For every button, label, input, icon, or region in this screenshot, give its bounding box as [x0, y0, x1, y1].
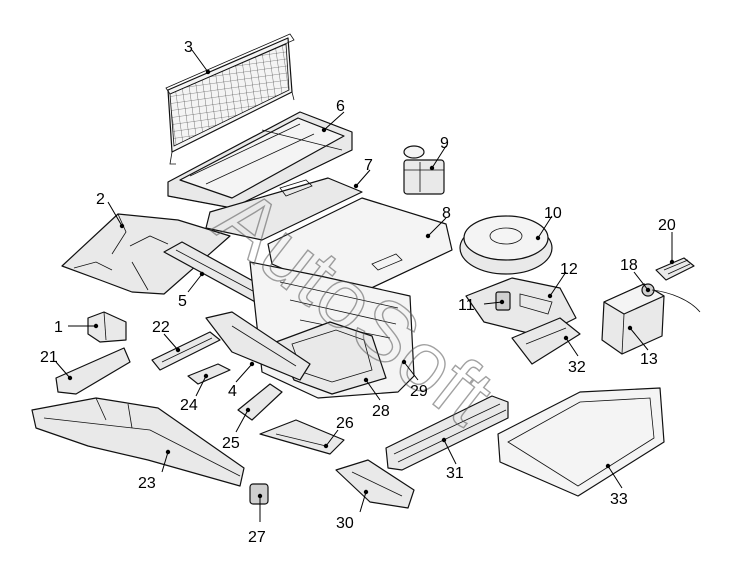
callout-29: 29	[410, 383, 428, 400]
callout-13: 13	[640, 351, 658, 368]
callout-28: 28	[372, 403, 390, 420]
part-3-cargo-net	[165, 33, 295, 165]
callout-23: 23	[138, 475, 156, 492]
part-4-floor-bracket	[205, 311, 311, 381]
callout-6: 6	[336, 98, 345, 115]
callout-5: 5	[178, 293, 187, 310]
callout-3: 3	[184, 39, 193, 56]
callout-2: 2	[96, 191, 105, 208]
callout-31: 31	[446, 465, 464, 482]
part-23-side-rail	[31, 397, 245, 487]
callout-9: 9	[440, 135, 449, 152]
callout-4: 4	[228, 383, 237, 400]
part-6-parcel-shelf	[167, 111, 353, 209]
part-21-angled-bracket	[55, 347, 131, 395]
part-31-sill-trim	[385, 395, 509, 471]
part-32-rear-bracket	[511, 317, 581, 365]
callout-22: 22	[152, 319, 170, 336]
callout-33: 33	[610, 491, 628, 508]
part-27-clip	[249, 483, 269, 505]
callout-10: 10	[544, 205, 562, 222]
callout-8: 8	[442, 205, 451, 222]
callout-7: 7	[364, 157, 373, 174]
part-9-reservoir	[403, 145, 445, 195]
part-1-bracket	[87, 311, 127, 343]
part-20-fuse-block	[655, 257, 695, 281]
callout-11: 11	[458, 297, 475, 314]
callout-26: 26	[336, 415, 354, 432]
callout-21: 21	[40, 349, 58, 366]
part-26-plate	[259, 419, 345, 455]
part-12-wheel-well	[465, 277, 577, 337]
callout-18: 18	[620, 257, 638, 274]
part-10-spare-wheel	[459, 215, 553, 275]
part-22-reinforcement	[151, 331, 221, 371]
part-7-floor-panel	[205, 177, 363, 241]
leader-lines	[55, 49, 675, 522]
callout-27: 27	[248, 529, 266, 546]
callout-30: 30	[336, 515, 354, 532]
callout-20: 20	[658, 217, 676, 234]
part-24-plate	[187, 363, 231, 385]
callout-1: 1	[54, 319, 63, 336]
part-25-bracket	[237, 383, 283, 421]
part-13-battery	[601, 283, 665, 355]
callout-32: 32	[568, 359, 586, 376]
callout-24: 24	[180, 397, 198, 414]
callout-25: 25	[222, 435, 240, 452]
part-33-cargo-mat	[497, 387, 665, 497]
callout-12: 12	[560, 261, 578, 278]
callout-labels: 3 6 7 8 9 10 12 11 13 18 20 2 5 1 21 22 …	[40, 39, 676, 546]
